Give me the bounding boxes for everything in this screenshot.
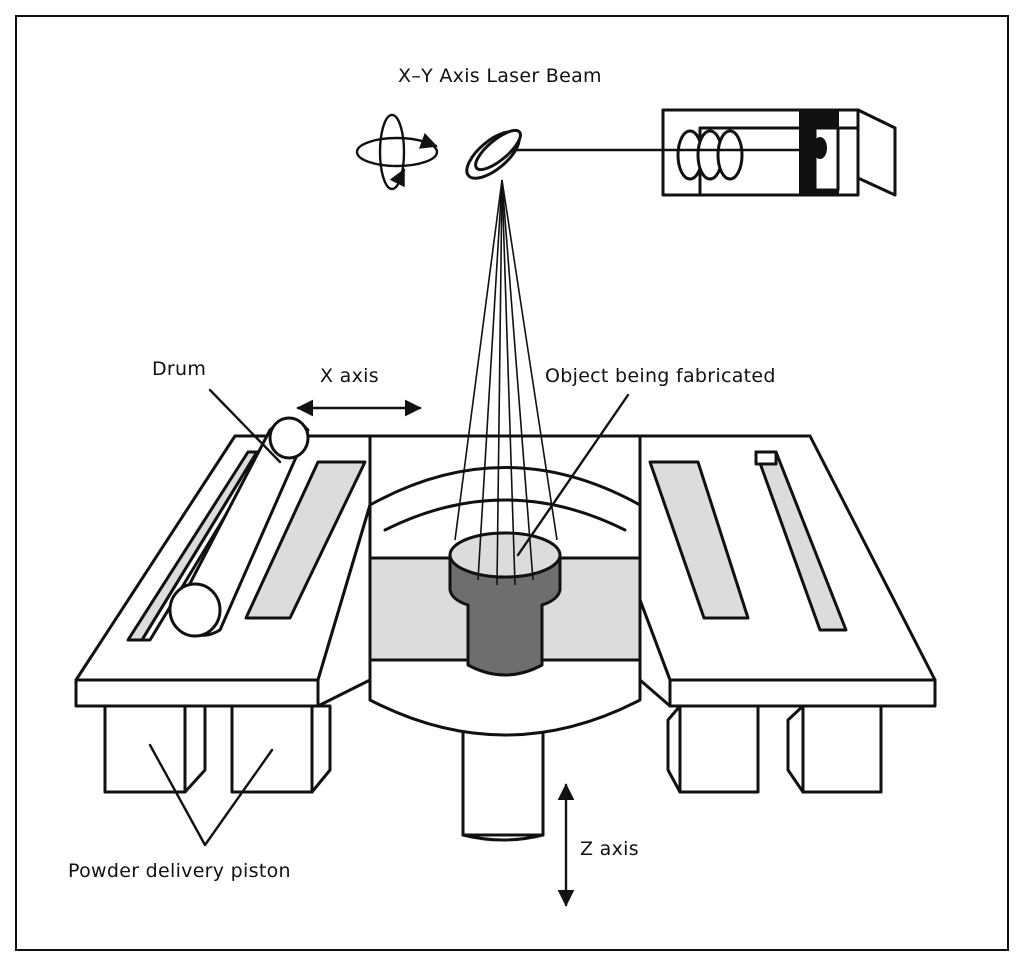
diagram-frame [15,15,1009,951]
scanning-mirror [465,128,522,180]
powder-piston-label: Powder delivery piston [68,860,291,882]
drum [168,416,310,638]
x-axis-label: X axis [320,365,379,387]
right-platform [638,434,937,708]
z-axis-label: Z axis [580,838,639,860]
rotation-arrows-icon [355,113,439,191]
drum-leader [208,388,282,464]
left-piston-legs [103,704,332,794]
object-label: Object being fabricated [545,365,776,387]
fabricated-object [448,531,562,677]
drum-label: Drum [152,358,206,380]
piston-leader [148,743,274,847]
object-leader [516,393,630,557]
laser-beam-label: X–Y Axis Laser Beam [398,65,602,87]
laser-unit [661,108,897,197]
laser-beam-fan [454,179,558,586]
right-piston-legs [666,704,883,794]
